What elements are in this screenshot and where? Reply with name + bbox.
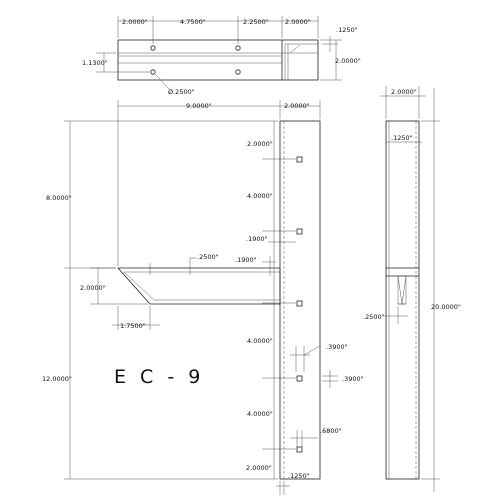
- dim-front-4-c: 4.0000": [247, 410, 273, 418]
- dim-top-4-75: 4.7500": [180, 18, 206, 26]
- dim-front-4-a: 4.0000": [247, 192, 273, 200]
- drawing-title: E C - 9: [114, 366, 204, 388]
- hole-bottom-left: [150, 69, 156, 75]
- dim-front-2-top: 2.0000": [284, 102, 310, 110]
- top-view: 2.0000" 4.7500" 2.2500" 2.0000" .1250" 1…: [82, 16, 361, 96]
- dim-front-39-a: .3900": [326, 343, 348, 351]
- hole-top-right: [235, 45, 241, 51]
- dim-side-20: 20.0000": [431, 303, 461, 311]
- dim-front-19-a: .1900": [246, 235, 268, 243]
- slot-5: [296, 446, 303, 453]
- dim-top-125: .1250": [336, 26, 358, 34]
- side-view: 2.0000" .1250" .2500" 20.0000": [363, 86, 461, 492]
- dim-front-12: 12.0000": [42, 375, 72, 383]
- dim-front-68: .6800": [320, 427, 342, 435]
- slot-3: [296, 300, 303, 307]
- top-view-outline: [117, 39, 319, 81]
- dim-front-125-bottom: .1250": [288, 472, 310, 480]
- dim-front-2-a: 2.0000": [247, 140, 273, 148]
- dim-hole-diameter: Ø.2500": [168, 88, 195, 96]
- side-view-outline: [385, 120, 420, 480]
- dim-front-4-b: 4.0000": [247, 337, 273, 345]
- dim-front-8: 8.0000": [46, 194, 72, 202]
- dim-top-1-13: 1.1300": [82, 59, 108, 67]
- dim-front-9: 9.0000": [186, 102, 212, 110]
- dim-front-2-bottom: 2.0000": [246, 464, 272, 472]
- dim-top-2-right: 2.0000": [285, 18, 311, 26]
- slot-4: [296, 375, 303, 382]
- hole-bottom-right: [235, 69, 241, 75]
- horizontal-arm: [117, 267, 281, 305]
- dim-front-39-b: .3900": [342, 375, 364, 383]
- dim-front-2-arm: 2.0000": [80, 284, 106, 292]
- dim-side-125: .1250": [391, 134, 413, 142]
- dim-front-19-b: .1900": [235, 256, 257, 264]
- dim-top-2-height: 2.0000": [335, 57, 361, 65]
- dim-top-2-25: 2.2500": [243, 18, 269, 26]
- dim-side-25: .2500": [363, 313, 385, 321]
- slot-1: [296, 156, 303, 163]
- dim-side-2: 2.0000": [391, 88, 417, 96]
- hole-top-left: [150, 45, 156, 51]
- dim-front-1-75: 1.7500": [120, 322, 146, 330]
- dim-front-25: .2500": [197, 253, 219, 261]
- dim-top-2-left: 2.0000": [122, 18, 148, 26]
- slot-2: [296, 228, 303, 235]
- vertical-leg: [279, 120, 321, 480]
- front-view: 9.0000" 2.0000" 8.0000" 12.0000" 2.0000"…: [42, 100, 364, 495]
